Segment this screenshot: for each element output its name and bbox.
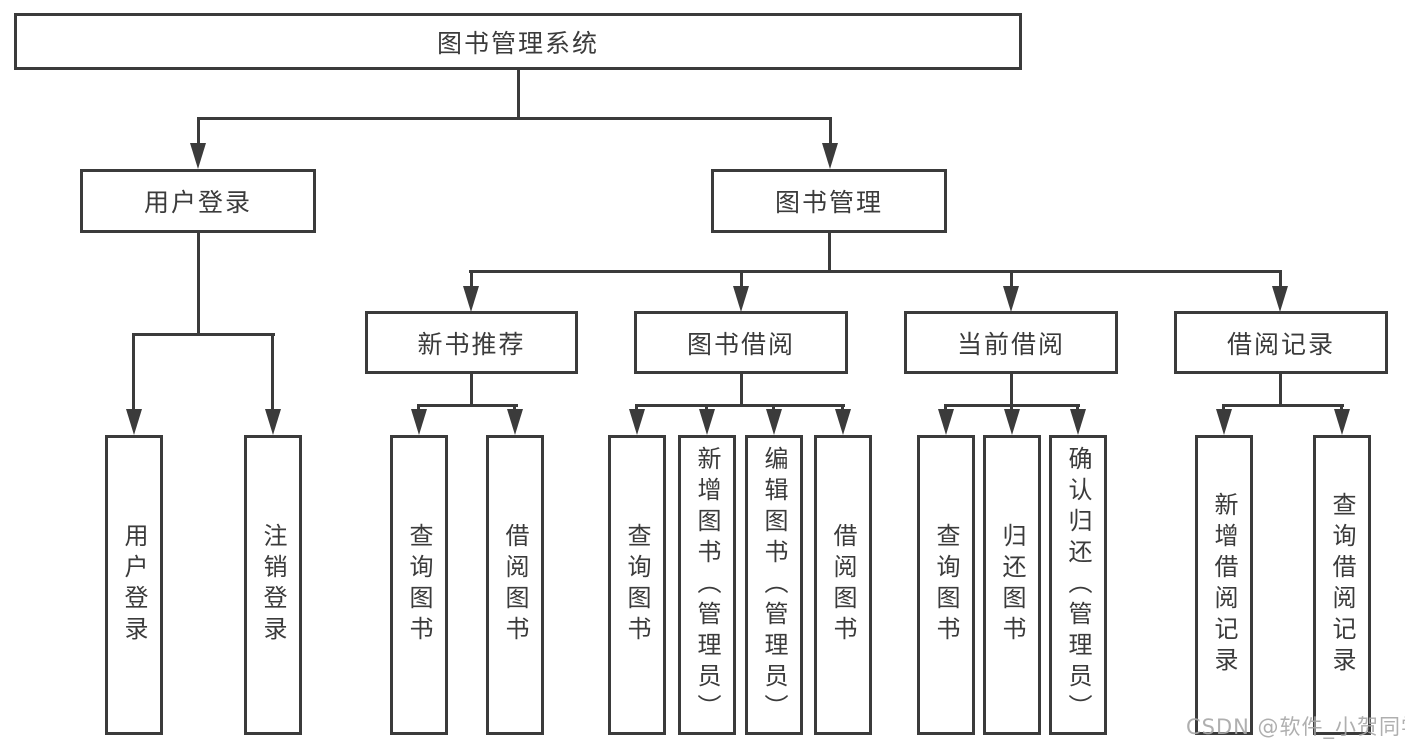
arrow-down-icon	[463, 286, 479, 312]
arrow-down-icon	[411, 409, 427, 435]
node-label: 借阅记录	[1226, 329, 1335, 359]
node-leaf-borrow-books: 借阅图书	[814, 435, 872, 735]
arrow-down-icon	[1216, 409, 1232, 435]
connector-book-borrow-stem	[740, 372, 743, 406]
node-book-management: 图书管理	[711, 169, 947, 233]
node-leaf-query-books-borrowing: 查询图书	[608, 435, 666, 735]
arrow-down-icon	[822, 143, 838, 169]
connector-drop	[1222, 404, 1225, 412]
connector-drop	[635, 404, 638, 412]
arrow-down-icon	[1272, 286, 1288, 312]
node-book-borrowing: 图书借阅	[634, 311, 848, 374]
connector-borrow-records-splitter	[1222, 404, 1344, 407]
connector-new-books-splitter	[417, 404, 518, 407]
connector-drop-logout-leaf	[271, 333, 274, 410]
arrow-down-icon	[699, 409, 715, 435]
node-leaf-edit-book-admin: 编辑图书（管理员）	[745, 435, 803, 735]
connector-drop-current-borrow	[1010, 270, 1013, 288]
connector-book-borrow-splitter	[635, 404, 845, 407]
node-leaf-query-books-recommend: 查询图书	[390, 435, 448, 735]
connector-drop	[1076, 404, 1079, 412]
arrow-down-icon	[1070, 409, 1086, 435]
connector-user-login-splitter	[132, 333, 275, 336]
arrow-down-icon	[126, 409, 142, 435]
node-leaf-user-login-action: 用户登录	[105, 435, 163, 735]
node-label: 新书推荐	[417, 329, 526, 359]
node-leaf-add-book-admin: 新增图书（管理员）	[678, 435, 736, 735]
node-library-management-system: 图书管理系统	[14, 13, 1022, 70]
node-label: 图书管理系统	[436, 28, 599, 58]
arrow-down-icon	[629, 409, 645, 435]
arrow-down-icon	[1003, 286, 1019, 312]
connector-drop-user-login	[197, 117, 200, 147]
connector-drop-login-leaf	[132, 333, 135, 410]
node-leaf-return-books: 归还图书	[983, 435, 1041, 735]
connector-root-stem	[517, 68, 520, 119]
node-leaf-logout: 注销登录	[244, 435, 302, 735]
node-leaf-query-borrow-record: 查询借阅记录	[1313, 435, 1371, 735]
arrow-down-icon	[938, 409, 954, 435]
connector-level2-splitter	[197, 117, 832, 120]
csdn-watermark: CSDN @软件_小贺同学	[1186, 715, 1405, 739]
connector-drop-book-mgmt	[829, 117, 832, 147]
connector-new-books-stem	[470, 372, 473, 406]
connector-level3-splitter	[469, 270, 1282, 273]
connector-drop	[772, 404, 775, 412]
node-user-login: 用户登录	[80, 169, 316, 233]
connector-current-borrow-stem	[1010, 372, 1013, 406]
node-borrowing-records: 借阅记录	[1174, 311, 1388, 374]
arrow-down-icon	[265, 409, 281, 435]
connector-borrow-records-stem	[1279, 372, 1282, 406]
connector-drop-borrow-records	[1279, 270, 1282, 288]
node-leaf-query-books-current: 查询图书	[917, 435, 975, 735]
connector-drop	[1340, 404, 1343, 412]
arrow-down-icon	[766, 409, 782, 435]
connector-drop	[417, 404, 420, 412]
node-label: 图书借阅	[686, 329, 795, 359]
connector-book-mgmt-stem	[828, 231, 831, 272]
node-leaf-confirm-return-admin: 确认归还（管理员）	[1049, 435, 1107, 735]
connector-drop	[1010, 404, 1013, 412]
connector-drop	[841, 404, 844, 412]
node-label: 当前借阅	[956, 329, 1065, 359]
node-leaf-add-borrow-record: 新增借阅记录	[1195, 435, 1253, 735]
arrow-down-icon	[1334, 409, 1350, 435]
arrow-down-icon	[190, 143, 206, 169]
connector-drop	[513, 404, 516, 412]
connector-user-login-stem	[197, 231, 200, 336]
node-new-book-recommend: 新书推荐	[365, 311, 578, 374]
node-leaf-borrow-books-recommend: 借阅图书	[486, 435, 544, 735]
node-label: 用户登录	[143, 188, 252, 217]
connector-drop	[944, 404, 947, 412]
connector-drop	[705, 404, 708, 412]
connector-drop-new-books	[470, 270, 473, 288]
arrow-down-icon	[1004, 409, 1020, 435]
node-current-borrowing: 当前借阅	[904, 311, 1118, 374]
arrow-down-icon	[733, 286, 749, 312]
arrow-down-icon	[507, 409, 523, 435]
node-label: 图书管理	[774, 188, 883, 217]
connector-drop-book-borrow	[740, 270, 743, 288]
arrow-down-icon	[835, 409, 851, 435]
